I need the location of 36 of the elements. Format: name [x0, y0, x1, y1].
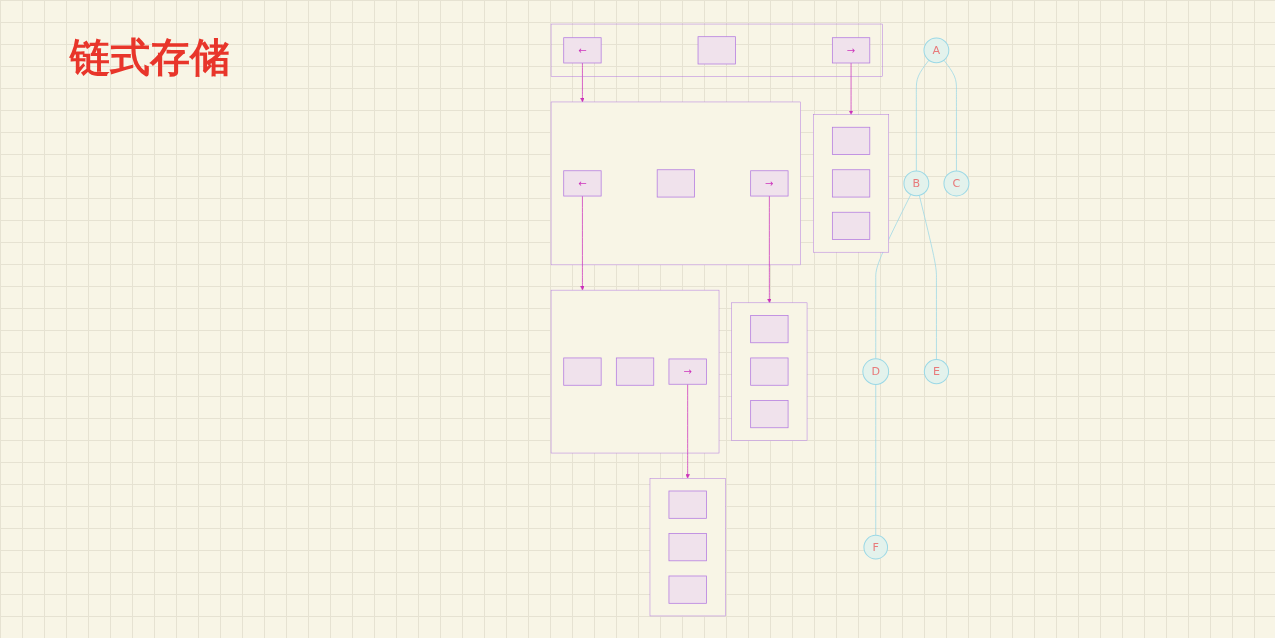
node-box [750, 400, 789, 429]
node-circle: D [862, 358, 890, 385]
node-box [750, 315, 789, 344]
cluster [649, 478, 726, 617]
connector [875, 194, 912, 360]
node-box [831, 211, 871, 240]
node-circle: E [923, 358, 950, 385]
cluster [550, 101, 801, 266]
connector [875, 384, 877, 536]
connector [916, 59, 930, 172]
node-box [563, 357, 602, 386]
cluster [550, 23, 883, 77]
node-box [668, 575, 707, 604]
node-box: → [831, 37, 871, 64]
cluster [550, 289, 720, 454]
connector [943, 59, 957, 172]
node-circle: A [923, 37, 950, 64]
node-box [831, 126, 871, 155]
node-box: ← [563, 37, 602, 64]
node-box [697, 36, 736, 65]
node-circle: F [863, 534, 889, 560]
node-box [656, 169, 695, 198]
title: 链式存储 [70, 33, 230, 82]
node-box [750, 357, 789, 386]
cluster [813, 114, 889, 253]
node-box: ← [563, 170, 602, 197]
connector [918, 195, 937, 360]
node-box [668, 533, 707, 562]
node-box [615, 357, 655, 386]
node-box [668, 490, 707, 519]
node-box: → [668, 358, 707, 385]
node-box [831, 169, 871, 198]
cluster [731, 302, 808, 441]
node-circle: C [943, 170, 970, 197]
node-box: → [750, 170, 789, 197]
node-circle: B [903, 170, 930, 197]
